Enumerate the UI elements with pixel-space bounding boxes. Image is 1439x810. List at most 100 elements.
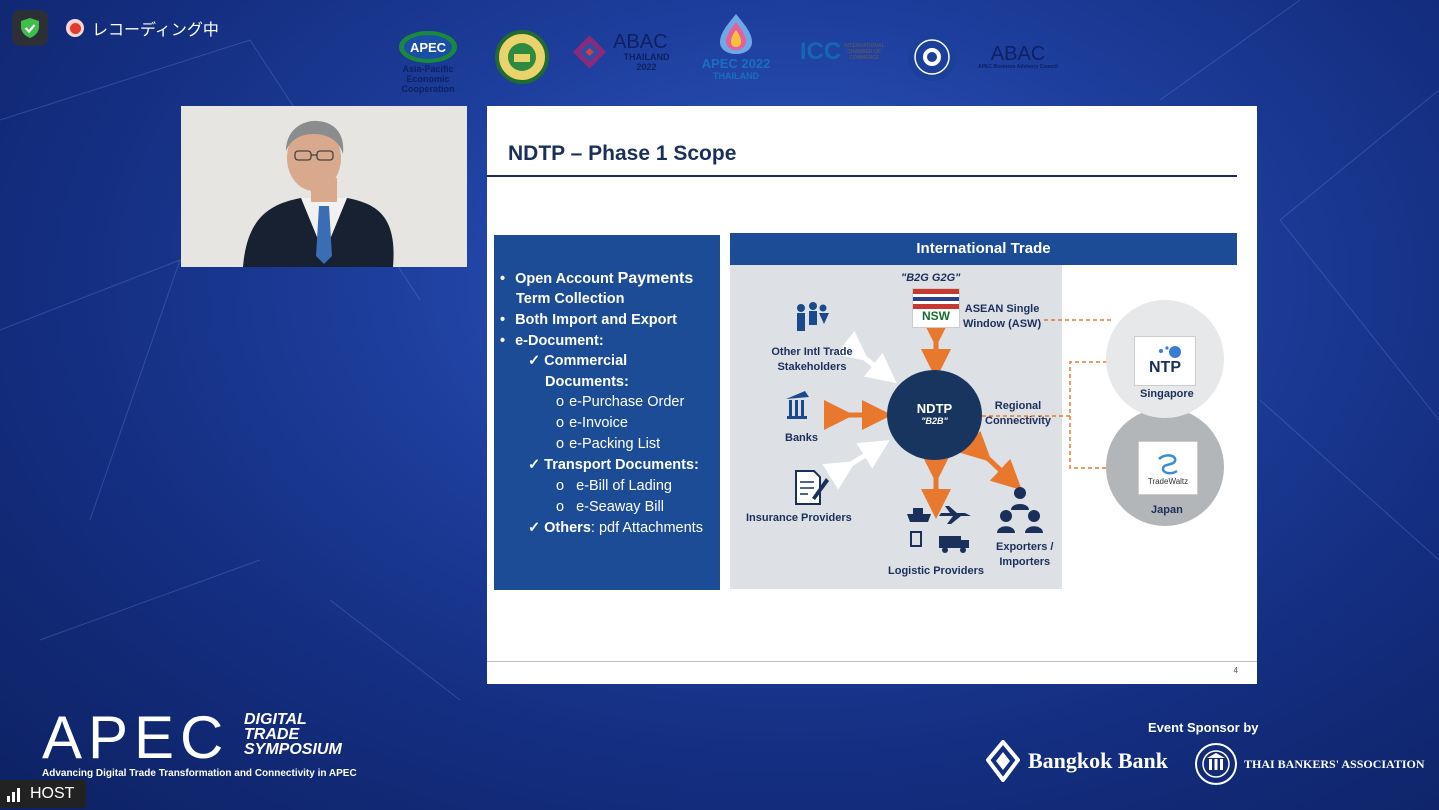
circle-marker: o: [556, 436, 565, 452]
security-shield-button[interactable]: [12, 10, 48, 46]
dashed-links: [982, 319, 1112, 469]
regional-line1: Regional: [994, 400, 1042, 412]
scope-item-text: Commercial: [544, 353, 628, 369]
slide-title: NDTP – Phase 1 Scope: [508, 142, 737, 165]
scope-item-text: Transport Documents:: [544, 457, 699, 473]
bullet-marker: •: [500, 271, 506, 287]
icc-logo: ICC INTERNATIONAL CHAMBER OF COMMERCE: [798, 38, 886, 66]
apec-dts-branding: APEC DIGITAL TRADE SYMPOSIUM Advancing D…: [42, 708, 357, 780]
recording-label: レコーディング中: [92, 22, 219, 39]
scope-item-2: Term Collection: [516, 291, 625, 307]
scope-list-panel: •Open Account Payments Term Collection •…: [494, 235, 720, 590]
ntp-globe-icon: [1159, 346, 1181, 358]
exporters-importers-icon: [997, 487, 1043, 533]
insurance-label: Insurance Providers: [746, 512, 852, 524]
abac-sub: APEC Business Advisory Council: [978, 64, 1058, 70]
ntp-badge-text: NTP: [1149, 359, 1181, 376]
record-dot-icon: [66, 19, 84, 37]
b2g-label: "B2G G2G": [901, 272, 961, 284]
abac-thailand-sub: THAILAND 2022: [623, 52, 670, 72]
thai-bankers-text: THAI BANKERS' ASSOCIATION: [1244, 756, 1425, 771]
nsw-flag-icon: [913, 289, 959, 309]
scope-item-text: e-Purchase Order: [569, 394, 685, 410]
asw-label-line1: ASEAN Single: [964, 303, 1040, 315]
logistic-providers-label: Logistic Providers: [888, 565, 984, 577]
scope-item-text: Open Account: [515, 271, 618, 287]
abac-thailand-main: ABAC: [613, 31, 668, 53]
bullet-marker: •: [500, 333, 506, 349]
circle-marker: o: [556, 394, 565, 410]
shield-check-icon: [21, 18, 39, 38]
bangkok-bank-lotus-icon: [986, 740, 1020, 782]
icc-main: ICC: [799, 38, 842, 65]
check-marker: ✓: [528, 520, 541, 536]
thai-chamber-seal: [906, 32, 958, 82]
diagram-connectors: [822, 317, 1112, 519]
apec-tagline: Advancing Digital Trade Transformation a…: [42, 768, 357, 779]
check-marker: ✓: [528, 457, 541, 473]
scope-item-5: ✓Commercial: [528, 353, 627, 369]
exporters-importers-label: Exporters / Importers: [996, 540, 1053, 570]
abac-thailand-logo: ABAC THAILAND 2022: [570, 32, 680, 72]
apec-2022-sub: THAILAND: [713, 71, 759, 81]
emblem-seal-icon: [495, 30, 549, 84]
event-sponsor-label: Event Sponsor by: [1148, 720, 1259, 735]
apec-2022-main: APEC 2022: [701, 56, 771, 71]
exporters-line2: Importers: [999, 556, 1051, 568]
tradewaltz-swirl-icon: [1158, 453, 1178, 474]
other-intl-line1: Other Intl Trade: [771, 346, 853, 358]
scope-item-10: ✓Transport Documents:: [528, 457, 699, 473]
presentation-slide: NDTP – Phase 1 Scope •Open Account Payme…: [487, 106, 1257, 684]
scope-item-text: e-Seaway Bill: [576, 499, 664, 515]
scope-item-text: e-Document:: [515, 333, 604, 349]
circle-marker: o: [556, 499, 565, 515]
other-intl-line2: Stakeholders: [777, 361, 847, 373]
nsw-badge-text: NSW: [922, 309, 950, 323]
ndtp-hub-title: NDTP: [916, 401, 953, 416]
speaker-video-tile[interactable]: [181, 106, 467, 267]
circle-marker: o: [556, 415, 565, 431]
scope-item-rest: : pdf Attachments: [590, 520, 703, 536]
regional-line2: Connectivity: [985, 415, 1052, 427]
stakeholders-icon: [797, 302, 829, 331]
tradewaltz-badge: TradeWaltz: [1138, 441, 1198, 495]
banks-label: Banks: [785, 432, 819, 444]
scope-item-text: Both Import and Export: [515, 312, 677, 328]
ministry-emblem: [492, 30, 552, 84]
dts-wordmark: DIGITAL TRADE SYMPOSIUM: [244, 712, 342, 758]
japan-label: Japan: [1151, 504, 1183, 516]
sponsor-logo-strip: APEC Asia-Pacific Economic Cooperation A…: [380, 12, 1070, 94]
scope-item-6: Documents:: [545, 374, 629, 390]
circle-marker: o: [556, 478, 565, 494]
scope-item-12: o e-Seaway Bill: [556, 499, 664, 515]
scope-item-text: e-Packing List: [569, 436, 661, 452]
ndtp-hub-sub: "B2B": [921, 416, 948, 426]
svg-text:APEC: APEC: [410, 40, 447, 55]
scope-item-text: e-Bill of Lading: [576, 478, 672, 494]
international-trade-header: International Trade: [730, 233, 1237, 265]
tradewaltz-text: TradeWaltz: [1147, 476, 1189, 486]
apec-globe-icon: APEC: [399, 31, 457, 63]
dts-line2: TRADE: [244, 726, 300, 743]
slide-page-number: 4: [1233, 666, 1238, 675]
recording-indicator: レコーディング中: [66, 16, 219, 40]
apec-logo: APEC Asia-Pacific Economic Cooperation: [380, 30, 476, 94]
chamber-seal-icon: [908, 33, 956, 81]
bangkok-bank-logo: Bangkok Bank: [986, 740, 1168, 782]
apec-2022-chalice-icon: [720, 14, 752, 54]
scope-item-11: o e-Bill of Lading: [556, 478, 672, 494]
nsw-badge: NSW: [912, 288, 960, 328]
scope-item-4: • e-Document:: [500, 333, 604, 349]
abac-main: ABAC: [990, 43, 1046, 65]
ntp-badge: NTP: [1134, 336, 1196, 386]
thai-bankers-logo: THAI BANKERS' ASSOCIATION: [1194, 742, 1425, 786]
white-arrows: [822, 330, 897, 490]
singapore-label: Singapore: [1140, 388, 1194, 400]
exporters-line1: Exporters /: [996, 541, 1054, 553]
scope-item-13: ✓Others: pdf Attachments: [528, 520, 703, 536]
